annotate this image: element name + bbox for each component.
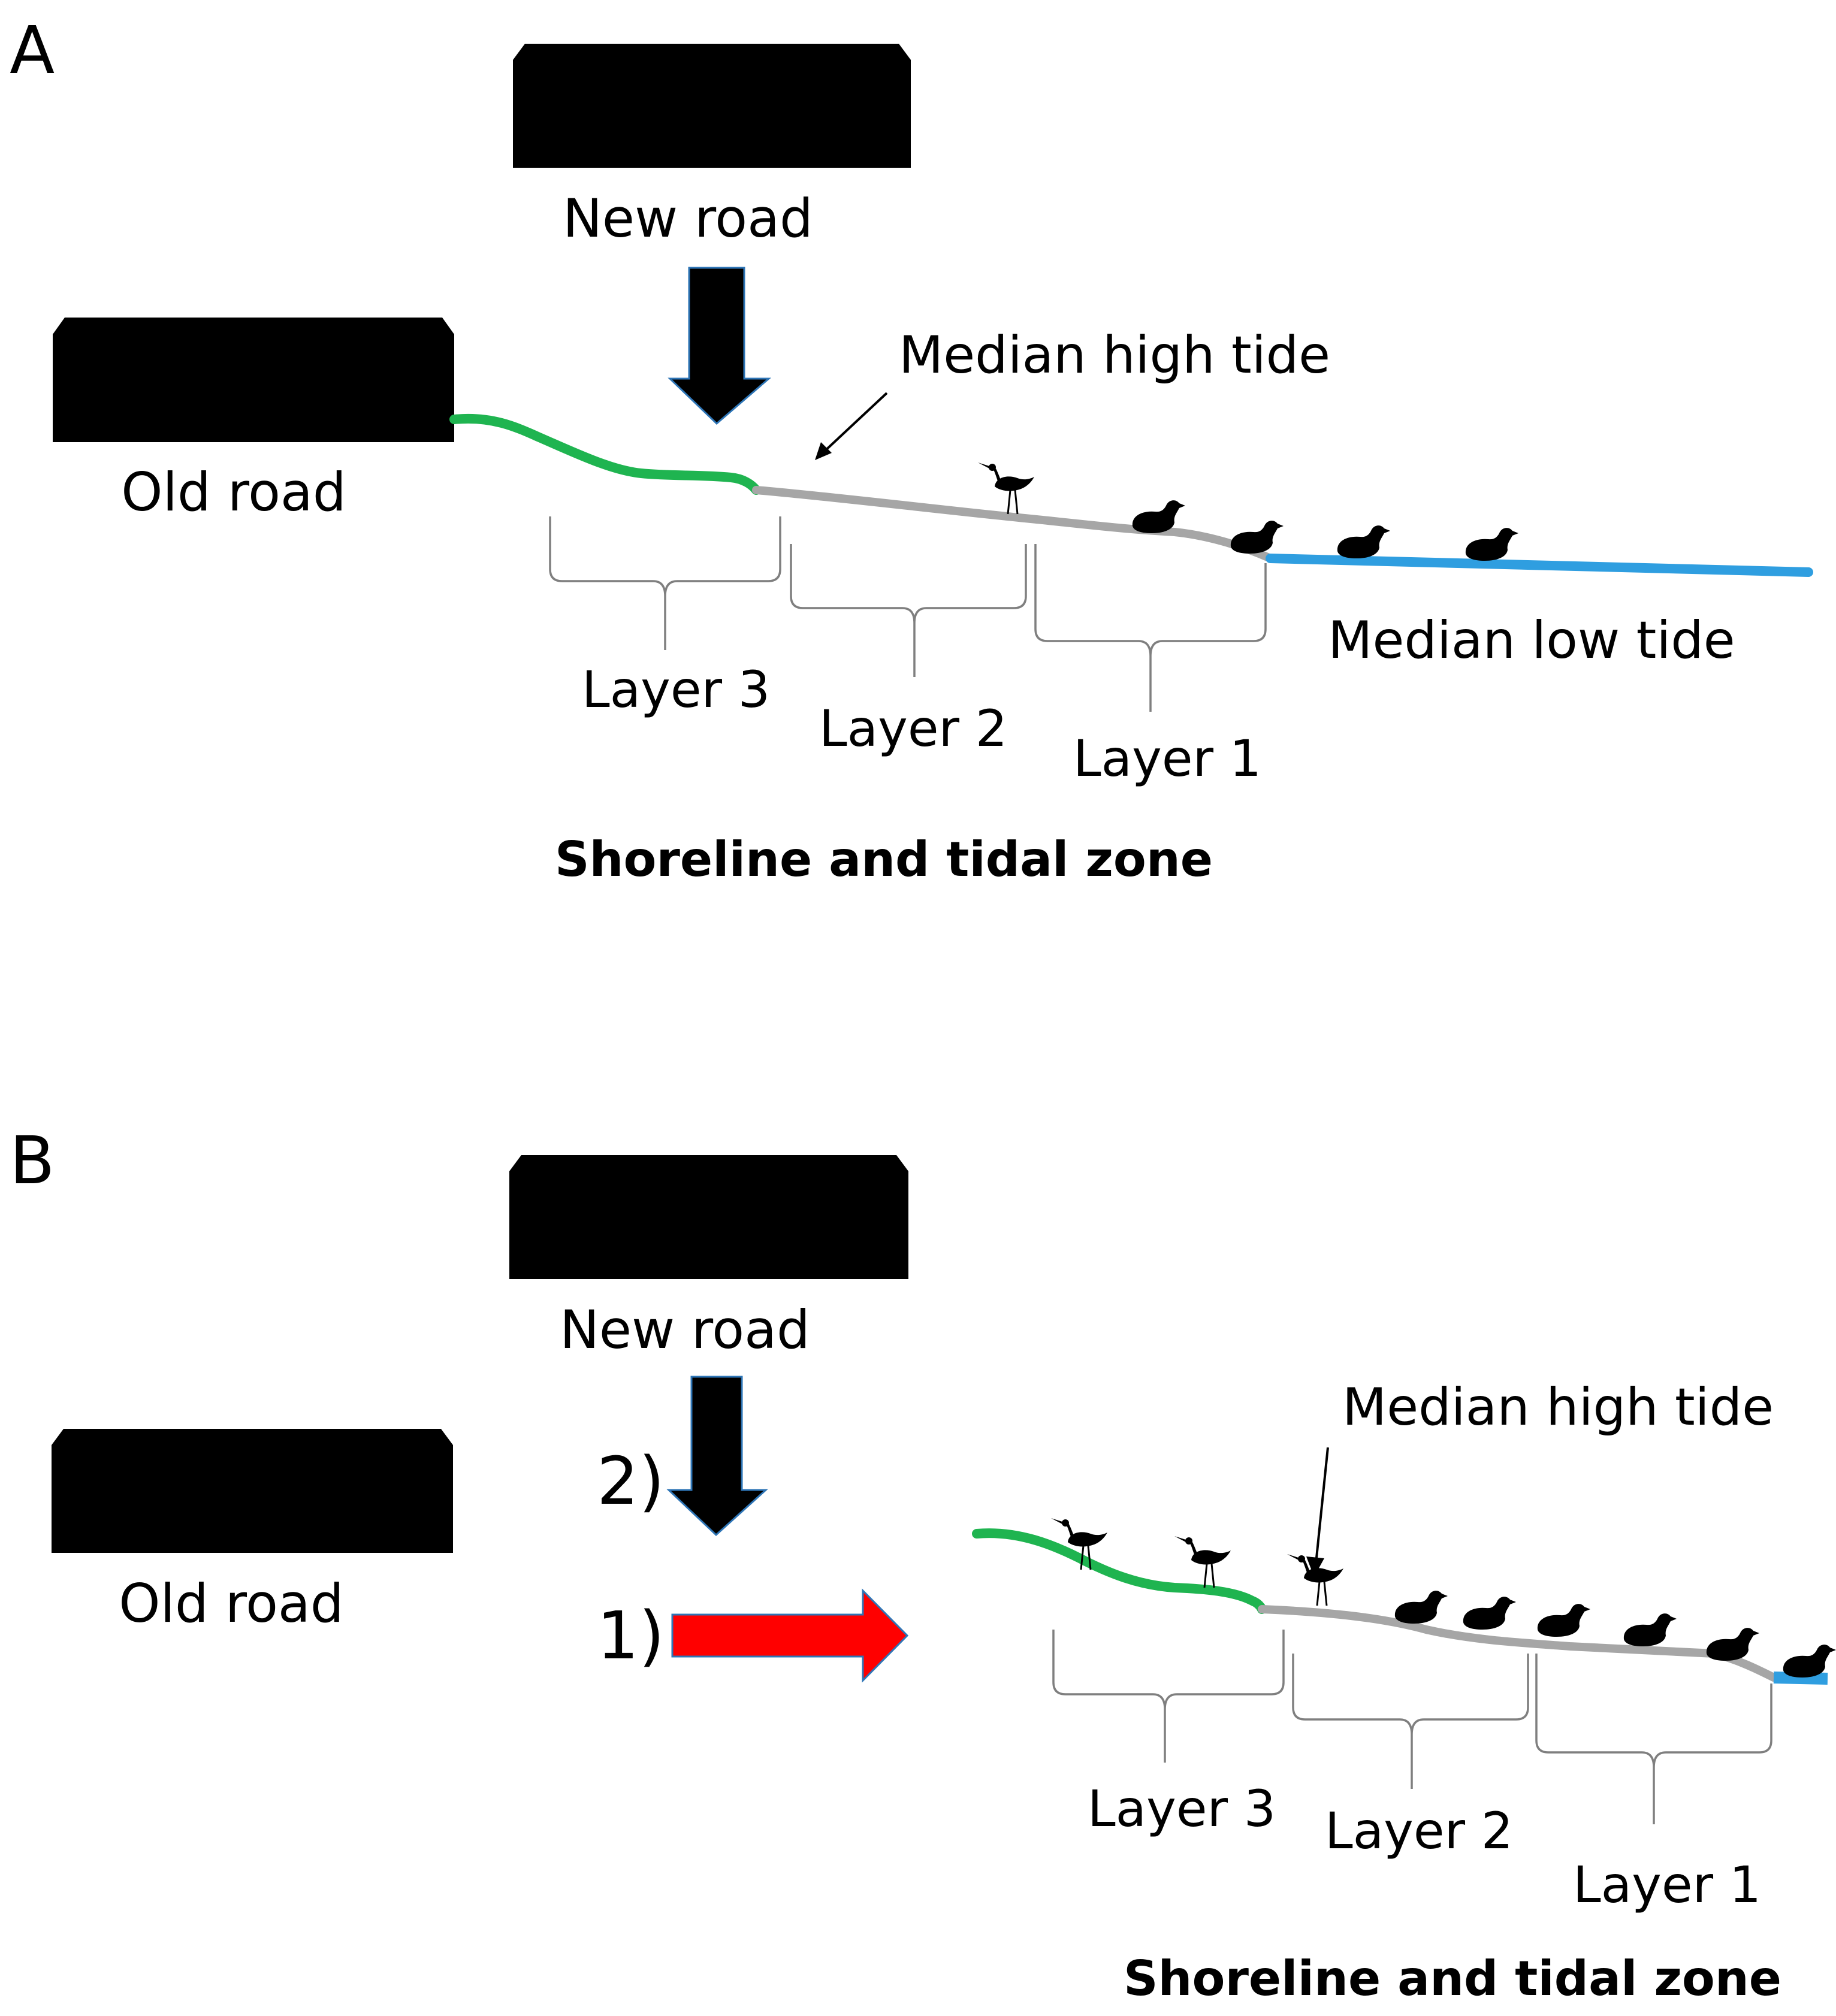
section-title-a: Shoreline and tidal zone <box>555 832 1213 887</box>
new-road-label-b: New road <box>560 1299 810 1361</box>
layer-1-bracket-a <box>1034 544 1267 712</box>
layer-1-bracket-b <box>1535 1654 1772 1824</box>
old-road-label-b: Old road <box>119 1573 343 1634</box>
duck-icon <box>1537 1604 1590 1637</box>
high-tide-label-b: Median high tide <box>1342 1377 1774 1437</box>
old-road-block-a <box>53 318 454 442</box>
new-road-label-a: New road <box>563 188 813 249</box>
duck-icon <box>1463 1597 1516 1630</box>
step-1-label-b: 1) <box>597 1597 665 1674</box>
panel-letter-b: B <box>10 1122 55 1199</box>
right-arrow-icon-b <box>671 1588 909 1683</box>
layer-2-label-b: Layer 2 <box>1325 1802 1513 1860</box>
high-tide-pointer-b <box>1315 1447 1329 1564</box>
old-road-block-b <box>52 1429 453 1553</box>
vegetation-line-b <box>972 1528 1267 1614</box>
layer-1-label-a: Layer 1 <box>1073 729 1261 788</box>
wading-bird-icon <box>1173 1535 1232 1589</box>
high-tide-arrowhead-b <box>1306 1556 1324 1577</box>
intertidal-line-a <box>752 486 1275 563</box>
layer-3-bracket-a <box>549 516 781 650</box>
duck-icon <box>1623 1613 1677 1646</box>
layer-3-label-b: Layer 3 <box>1088 1779 1276 1838</box>
panel-b: B New road Old road 2) 1) Median high ti… <box>10 1122 1836 2006</box>
new-road-block-b <box>509 1155 908 1279</box>
water-line-a <box>1266 554 1813 577</box>
panel-letter-a: A <box>10 12 55 89</box>
layer-1-label-b: Layer 1 <box>1573 1855 1761 1914</box>
high-tide-pointer-a <box>822 392 888 454</box>
duck-icon <box>1783 1645 1836 1678</box>
down-arrow-icon-a <box>668 267 772 425</box>
new-road-block-a <box>513 44 911 168</box>
panel-a: A New road Old road Median high tide Lay… <box>10 12 1813 887</box>
duck-icon <box>1706 1628 1759 1661</box>
low-tide-label-a: Median low tide <box>1328 610 1735 670</box>
step-2-label-b: 2) <box>597 1443 665 1519</box>
intertidal-line-b <box>1258 1605 1778 1682</box>
layer-3-label-a: Layer 3 <box>582 660 770 719</box>
layer-3-bracket-b <box>1052 1630 1285 1763</box>
high-tide-arrowhead-a <box>815 442 832 460</box>
layer-2-bracket-a <box>790 544 1027 677</box>
layer-2-bracket-b <box>1292 1654 1529 1789</box>
layer-2-label-a: Layer 2 <box>819 699 1007 758</box>
duck-icon <box>1394 1591 1448 1624</box>
duck-icon <box>1337 525 1390 558</box>
vegetation-line-a <box>449 413 761 495</box>
high-tide-label-a: Median high tide <box>899 325 1330 385</box>
duck-icon <box>1465 528 1518 561</box>
section-title-b: Shoreline and tidal zone <box>1124 1951 1781 2006</box>
down-arrow-icon-b <box>666 1376 768 1537</box>
water-line-b <box>1773 1672 1828 1685</box>
old-road-label-a: Old road <box>121 461 346 523</box>
duck-icon <box>1230 521 1284 554</box>
wading-bird-icon <box>977 461 1035 515</box>
